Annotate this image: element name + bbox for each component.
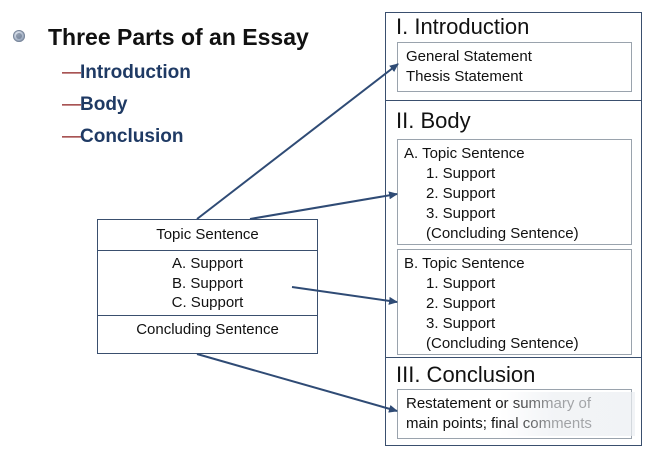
list-item-introduction: —Introduction <box>62 62 191 84</box>
section-title-body: II. Body <box>396 108 471 133</box>
essay-outline: I. Introduction General Statement Thesis… <box>385 12 642 446</box>
introduction-box: General Statement Thesis Statement <box>397 42 632 92</box>
list-item-label: Conclusion <box>80 126 184 147</box>
body-a-topic: A. Topic Sentence <box>404 145 525 162</box>
main-title: Three Parts of an Essay <box>48 24 309 50</box>
divider <box>386 357 641 358</box>
dash: — <box>62 126 81 147</box>
paragraph-support-a: A. Support <box>172 255 243 272</box>
introduction-line: General Statement <box>406 48 532 65</box>
section-title-conclusion: III. Conclusion <box>396 362 536 387</box>
dash: — <box>62 62 81 83</box>
list-item-label: Introduction <box>80 62 191 83</box>
body-paragraph-b-box: B. Topic Sentence 1. Support 2. Support … <box>397 249 632 355</box>
divider <box>386 100 641 101</box>
body-a-support: 2. Support <box>426 185 496 202</box>
list-item-conclusion: —Conclusion <box>62 126 183 148</box>
arrow-to-conclusion <box>196 353 398 413</box>
arrow-to-introduction <box>196 63 399 220</box>
body-a-support: 3. Support <box>426 205 496 222</box>
paragraph-concluding-sentence: Concluding Sentence <box>136 321 279 338</box>
body-paragraph-a-box: A. Topic Sentence 1. Support 2. Support … <box>397 139 632 245</box>
dash: — <box>62 94 81 115</box>
section-title-introduction: I. Introduction <box>396 14 530 39</box>
introduction-line: Thesis Statement <box>406 68 523 85</box>
arrow-to-body-b <box>291 286 398 305</box>
body-a-concluding: (Concluding Sentence) <box>426 225 579 242</box>
bullet-icon <box>13 30 25 42</box>
paragraph-topic-sentence: Topic Sentence <box>156 226 259 243</box>
paragraph-support-c: C. Support <box>171 294 244 311</box>
divider <box>98 315 317 316</box>
body-b-concluding: (Concluding Sentence) <box>426 335 579 352</box>
arrow-to-body-a <box>249 191 398 220</box>
body-a-support: 1. Support <box>426 165 496 182</box>
body-b-support: 1. Support <box>426 275 496 292</box>
body-b-support: 2. Support <box>426 295 496 312</box>
list-item-label: Body <box>80 94 128 115</box>
body-b-support: 3. Support <box>426 315 496 332</box>
list-item-body: —Body <box>62 94 128 116</box>
paragraph-support-b: B. Support <box>172 275 243 292</box>
body-b-topic: B. Topic Sentence <box>404 255 525 272</box>
divider <box>98 250 317 251</box>
paragraph-box: Topic Sentence A. Support B. Support C. … <box>97 219 318 354</box>
